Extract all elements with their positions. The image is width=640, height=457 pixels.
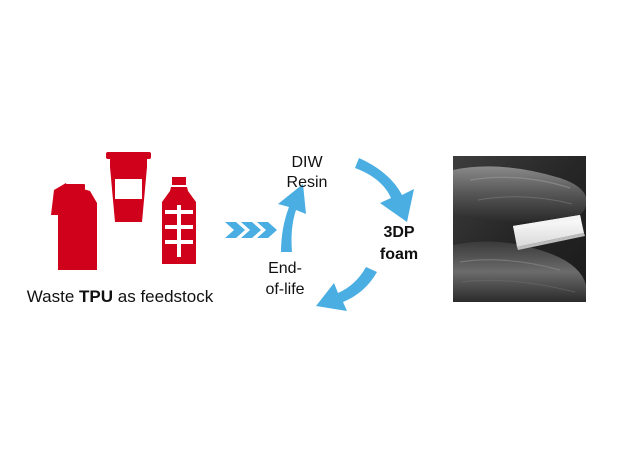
chevron-right-icon [225, 222, 245, 238]
label-end-of-life: End- of-life [265, 260, 305, 298]
feed-into-cycle-arrows [225, 222, 277, 238]
recycle-loop [278, 158, 414, 311]
loop-arrow-down-left-icon [316, 267, 377, 311]
gloved-hand-holding-foam-photo [453, 156, 586, 302]
loop-arrow-up-icon [278, 184, 306, 252]
label-diw-resin: DIW Resin [286, 154, 328, 191]
label-3dp-foam: 3DP foam [379, 224, 419, 263]
chevron-right-icon [257, 222, 277, 238]
loop-arrow-down-right-icon [355, 158, 414, 222]
water-bottle-icon [162, 177, 196, 264]
coffee-cup-icon [106, 152, 151, 222]
chevron-right-icon [241, 222, 261, 238]
squeeze-bottle-icon [51, 183, 97, 270]
feedstock-caption: Waste TPU as feedstock [26, 287, 214, 306]
waste-containers-icon-group [51, 152, 196, 270]
